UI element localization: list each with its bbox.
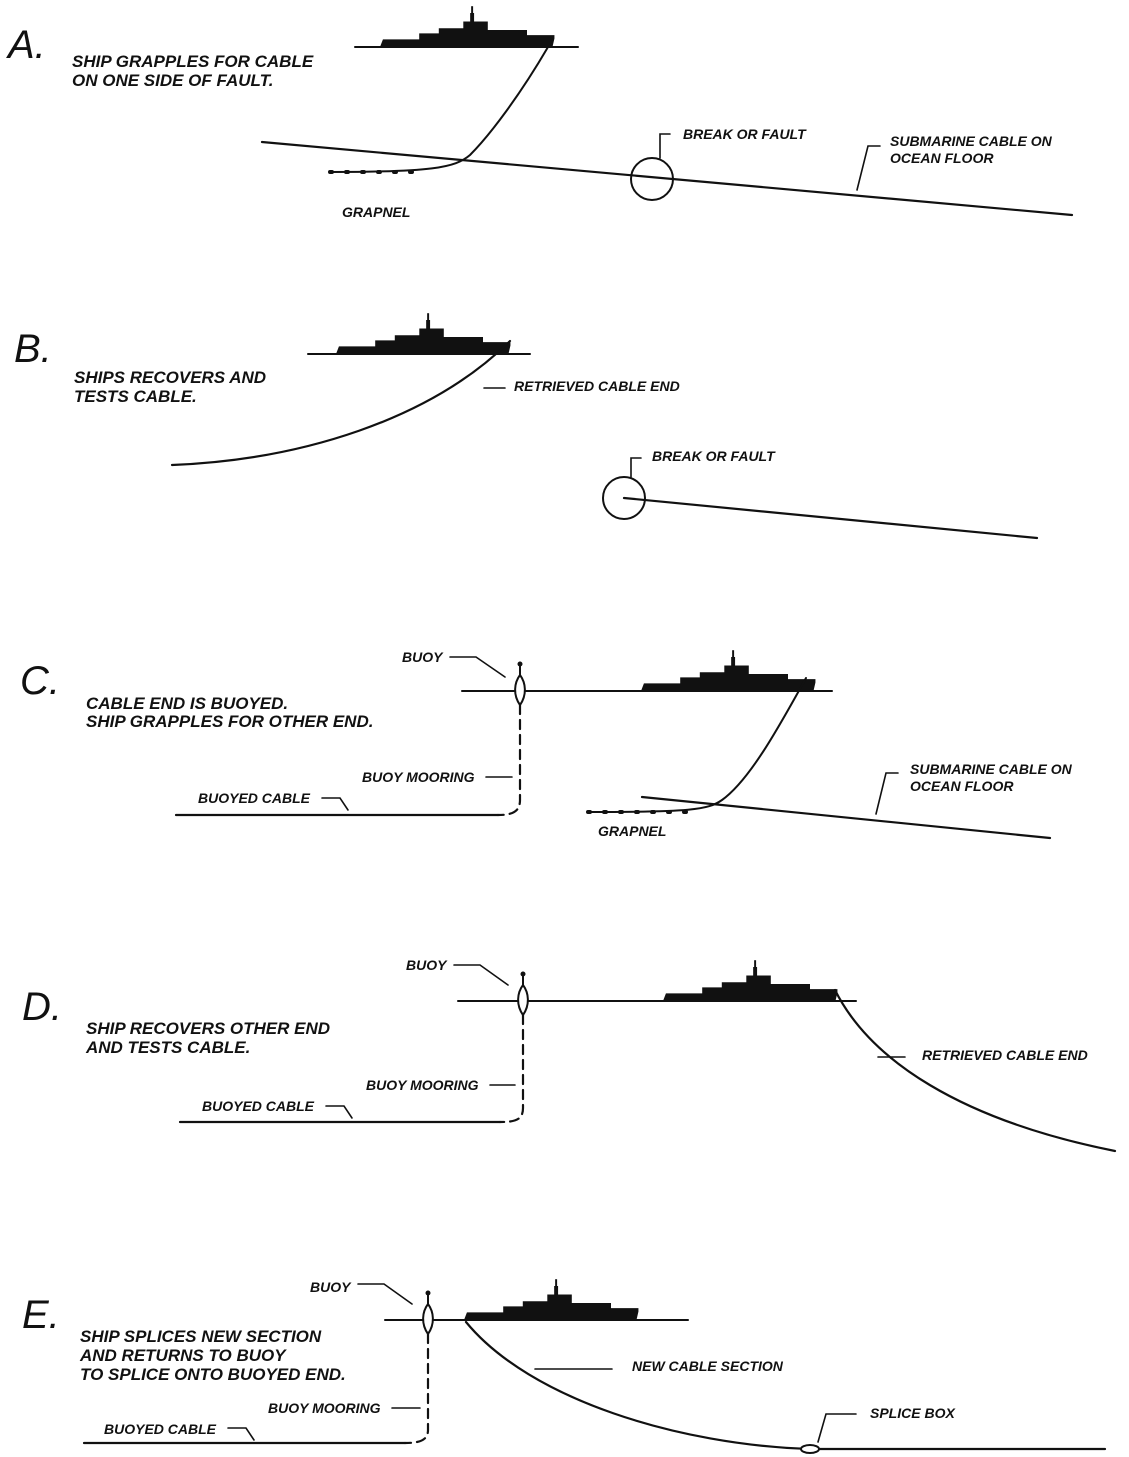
panel-c-letter: C. [20,659,60,703]
buoyed-leader [227,1427,255,1441]
panel-a-grapnel-label: GRAPNEL [342,204,410,220]
retrieved-cable [170,339,512,467]
buoy-icon [422,1289,434,1335]
panel-c-buoyed-label: BUOYED CABLE [198,790,311,806]
panel-e-caption-line3: TO SPLICE ONTO BUOYED END. [80,1365,346,1384]
panel-c-cable-label-line1: SUBMARINE CABLE ON [910,761,1073,777]
panel-b-fault-label: BREAK OR FAULT [652,448,776,464]
panel-d-letter: D. [22,985,62,1029]
new-cable-section [464,1320,1107,1451]
panel-e-buoy-label: BUOY [310,1279,352,1295]
panel-e-new-section-label: NEW CABLE SECTION [632,1358,784,1374]
panel-c-grapnel-label: GRAPNEL [598,823,666,839]
grapnel-line [587,677,807,813]
panel-c-buoy-label: BUOY [402,649,444,665]
grapnel-line [329,46,549,173]
panel-d-caption-line2: AND TESTS CABLE. [85,1038,250,1057]
buoy-mooring-line [498,1013,525,1124]
panel-e-buoyed-label: BUOYED CABLE [104,1421,217,1437]
panel-e-mooring-label: BUOY MOORING [268,1400,381,1416]
panel-d-buoyed-label: BUOYED CABLE [202,1098,315,1114]
panel-a-letter: A. [6,23,46,67]
panel-a-cable-label-line2: OCEAN FLOOR [890,150,994,166]
fault-leader [630,457,642,478]
splice-leader [817,1413,857,1443]
cable-leader [856,145,881,191]
ship-icon [641,650,816,691]
panel-a-caption-line1: SHIP GRAPPLES FOR CABLE [72,52,314,71]
retrieved-cable [833,988,1117,1153]
panel-d-mooring-label: BUOY MOORING [366,1077,479,1093]
fault-leader [659,133,671,159]
panel-a-fault-label: BREAK OR FAULT [683,126,807,142]
panel-b-caption-line1: SHIPS RECOVERS AND [74,368,266,387]
panel-d-retrieved-label: RETRIEVED CABLE END [922,1047,1088,1063]
ship-icon [380,6,555,48]
buoy-leader [449,656,506,678]
panel-c-caption-line1: CABLE END IS BUOYED. [86,694,288,713]
panel-c-mooring-label: BUOY MOORING [362,769,475,785]
cable-leader [875,772,899,815]
ship-icon [663,960,838,1001]
submarine-cable [260,140,1074,217]
panel-e: E. SHIP SPLICES NEW SECTION AND RETURNS … [22,1279,1107,1454]
panel-a-caption-line2: ON ONE SIDE OF FAULT. [72,71,274,90]
panel-b-letter: B. [14,327,52,371]
panel-c: C. CABLE END IS BUOYED. SHIP GRAPPLES FO… [20,649,1073,840]
panel-b-caption-line2: TESTS CABLE. [74,387,197,406]
panel-e-letter: E. [22,1293,60,1337]
panel-a-cable-label-line1: SUBMARINE CABLE ON [890,133,1053,149]
buoy-mooring-line [403,1332,430,1445]
splice-box-icon [800,1444,820,1454]
buoy-icon [517,970,529,1016]
buoyed-leader [325,1105,353,1119]
panel-b: B. SHIPS RECOVERS AND TESTS CABLE. RETRI… [14,313,1039,540]
submarine-cable [640,795,1052,840]
panel-a: A. SHIP GRAPPLES FOR CABLE ON ONE SIDE O… [6,6,1074,220]
buoy-leader [357,1283,413,1305]
fault-circle-icon [602,476,646,520]
buoy-icon [514,660,526,706]
buoy-mooring-line [496,703,522,817]
buoy-leader [453,964,509,986]
panel-d-caption-line1: SHIP RECOVERS OTHER END [86,1019,330,1038]
panel-c-caption-line2: SHIP GRAPPLES FOR OTHER END. [86,712,373,731]
fault-circle-icon [630,157,674,201]
panel-e-splice-label: SPLICE BOX [870,1405,956,1421]
ship-icon [336,313,511,354]
panel-d-buoy-label: BUOY [406,957,448,973]
panel-c-cable-label-line2: OCEAN FLOOR [910,778,1014,794]
panel-b-retrieved-label: RETRIEVED CABLE END [514,378,680,394]
submarine-cable [622,496,1039,540]
ship-icon [464,1279,639,1320]
panel-d: D. SHIP RECOVERS OTHER END AND TESTS CAB… [22,957,1117,1153]
buoyed-leader [321,797,349,811]
panel-e-caption-line2: AND RETURNS TO BUOY [79,1346,287,1365]
panel-e-caption-line1: SHIP SPLICES NEW SECTION [80,1327,322,1346]
